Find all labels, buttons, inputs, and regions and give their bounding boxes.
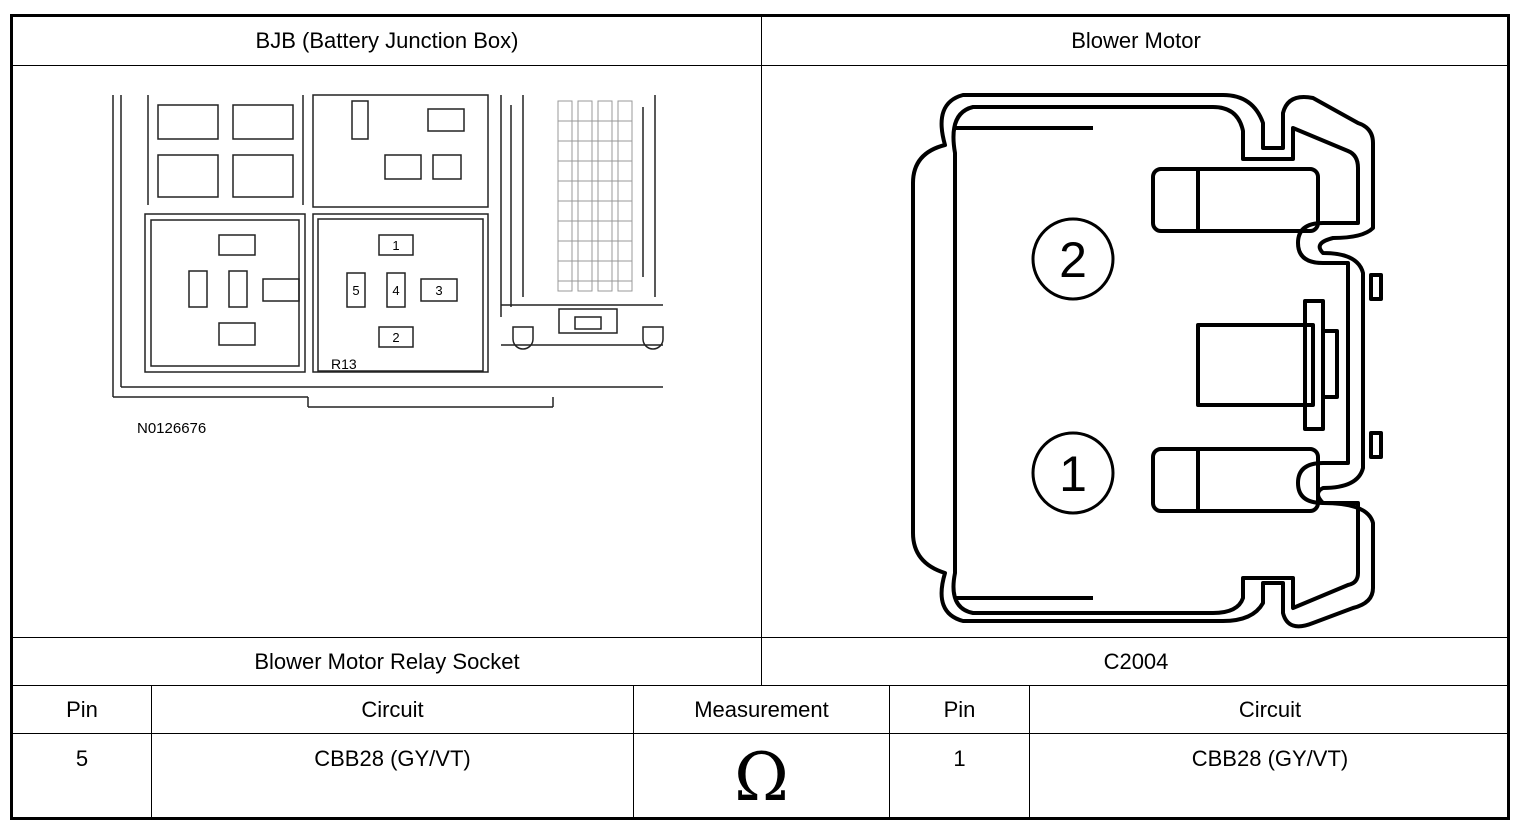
divider bbox=[151, 685, 152, 820]
divider bbox=[13, 733, 1510, 734]
pin-label: 4 bbox=[392, 283, 399, 298]
relay-label: R13 bbox=[331, 356, 357, 372]
part-number: N0126676 bbox=[137, 420, 206, 437]
divider bbox=[13, 637, 1510, 638]
divider bbox=[13, 685, 1510, 686]
divider bbox=[889, 685, 890, 820]
column-header-measurement: Measurement bbox=[694, 696, 829, 722]
blower-motor-header: Blower Motor bbox=[1071, 28, 1201, 53]
connector-subheader: C2004 bbox=[1103, 648, 1169, 674]
circuit-a-value: CBB28 (GY/VT) bbox=[314, 746, 471, 771]
relay-socket-subheader: Blower Motor Relay Socket bbox=[254, 648, 520, 674]
bjb-header: BJB (Battery Junction Box) bbox=[255, 28, 519, 53]
column-header-circuit: Circuit bbox=[361, 696, 424, 722]
column-header-circuit: Circuit bbox=[1238, 696, 1302, 722]
test-sheet: BJB (Battery Junction Box) Blower Motor bbox=[10, 14, 1510, 820]
ohm-icon: Ω bbox=[734, 738, 789, 816]
pin-label: 2 bbox=[392, 330, 399, 345]
divider bbox=[633, 685, 634, 820]
pin-label: 1 bbox=[1059, 446, 1087, 502]
bjb-diagram: 1 2 3 4 5 R13 N0126676 bbox=[112, 94, 664, 437]
pin-b-value: 1 bbox=[953, 746, 966, 771]
pin-label: 2 bbox=[1059, 232, 1087, 288]
column-header-pin: Pin bbox=[943, 696, 976, 722]
pin-label: 1 bbox=[392, 238, 399, 253]
divider bbox=[1029, 685, 1030, 820]
circuit-b-value: CBB28 (GY/VT) bbox=[1191, 746, 1349, 771]
column-header-pin: Pin bbox=[66, 696, 98, 722]
blower-motor-connector-diagram: 2 1 bbox=[911, 93, 1383, 629]
pin-label: 3 bbox=[435, 283, 442, 298]
pin-label: 5 bbox=[352, 283, 359, 298]
pin-a-value: 5 bbox=[75, 746, 89, 771]
divider bbox=[761, 17, 762, 685]
